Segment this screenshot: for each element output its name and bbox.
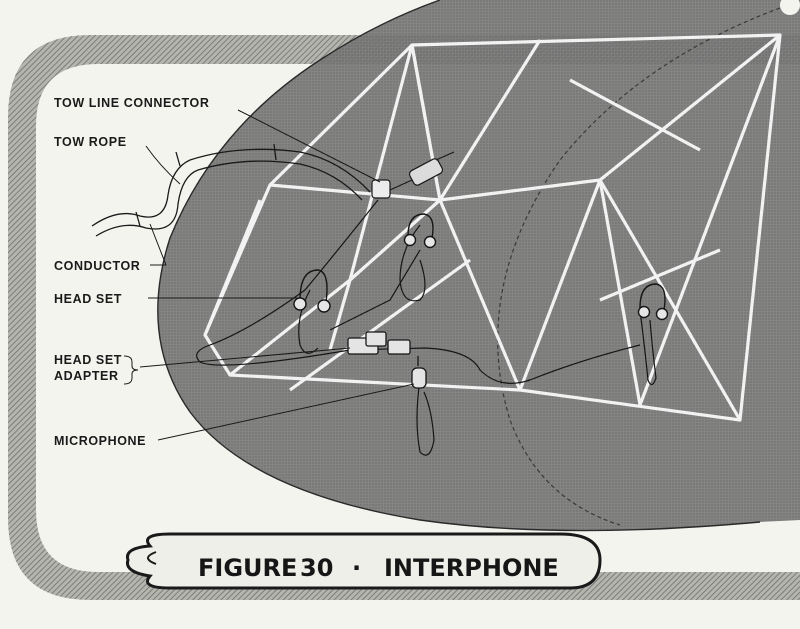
label-conductor: CONDUCTOR bbox=[54, 259, 140, 273]
caption-title: INTERPHONE bbox=[384, 554, 559, 582]
figure-caption-banner: FIGURE 30 · INTERPHONE bbox=[127, 534, 600, 588]
caption-separator: · bbox=[352, 554, 361, 582]
label-tow-rope: TOW ROPE bbox=[54, 135, 127, 149]
caption-figure-word: FIGURE bbox=[198, 554, 297, 582]
caption-figure-number: 30 bbox=[300, 554, 333, 582]
label-head-set-adapter-line1: HEAD SET bbox=[54, 353, 122, 367]
label-microphone: MICROPHONE bbox=[54, 434, 146, 448]
label-head-set-adapter-line2: ADAPTER bbox=[54, 369, 119, 383]
label-tow-line-connector: TOW LINE CONNECTOR bbox=[54, 96, 209, 110]
label-head-set: HEAD SET bbox=[54, 292, 122, 306]
